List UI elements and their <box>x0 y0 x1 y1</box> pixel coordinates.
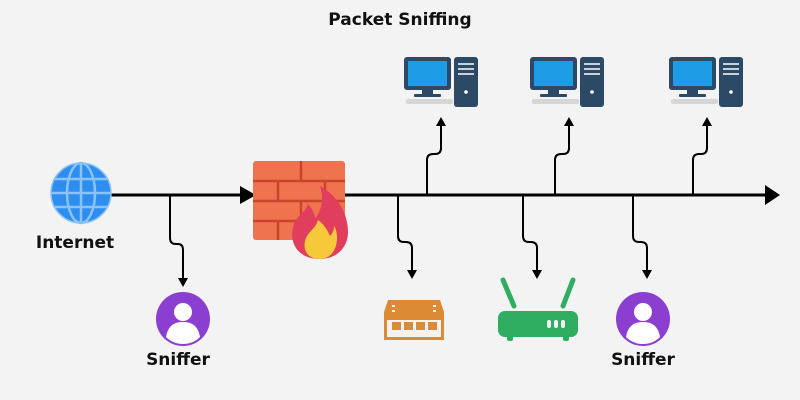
sniffer-left-avatar[interactable] <box>156 292 210 346</box>
sniffer-right-avatar[interactable] <box>616 292 670 346</box>
network-switch-icon[interactable] <box>384 300 444 340</box>
arrowhead-end <box>765 185 780 205</box>
sniffer-left-label: Sniffer <box>146 350 210 370</box>
branch-to-router <box>522 195 542 279</box>
arrowhead-to-firewall <box>240 186 256 204</box>
branch-to-switch <box>397 195 417 279</box>
branch-to-sniffer-left <box>169 195 188 287</box>
branch-to-sniffer-right <box>632 195 652 279</box>
desktop-computer-icon-1[interactable] <box>404 57 478 107</box>
desktop-computer-icon-3[interactable] <box>669 57 743 107</box>
internet-label: Internet <box>35 233 115 253</box>
branch-to-computer-3 <box>692 117 712 195</box>
sniffer-right-label: Sniffer <box>611 350 675 370</box>
globe-icon[interactable] <box>50 161 112 225</box>
branch-to-computer-2 <box>554 117 574 195</box>
desktop-computer-icon-2[interactable] <box>530 57 604 107</box>
wifi-router-icon[interactable] <box>498 277 578 341</box>
diagram-title: Packet Sniffing <box>328 10 472 30</box>
branch-to-computer-1 <box>426 117 446 195</box>
flame-icon <box>292 186 348 259</box>
